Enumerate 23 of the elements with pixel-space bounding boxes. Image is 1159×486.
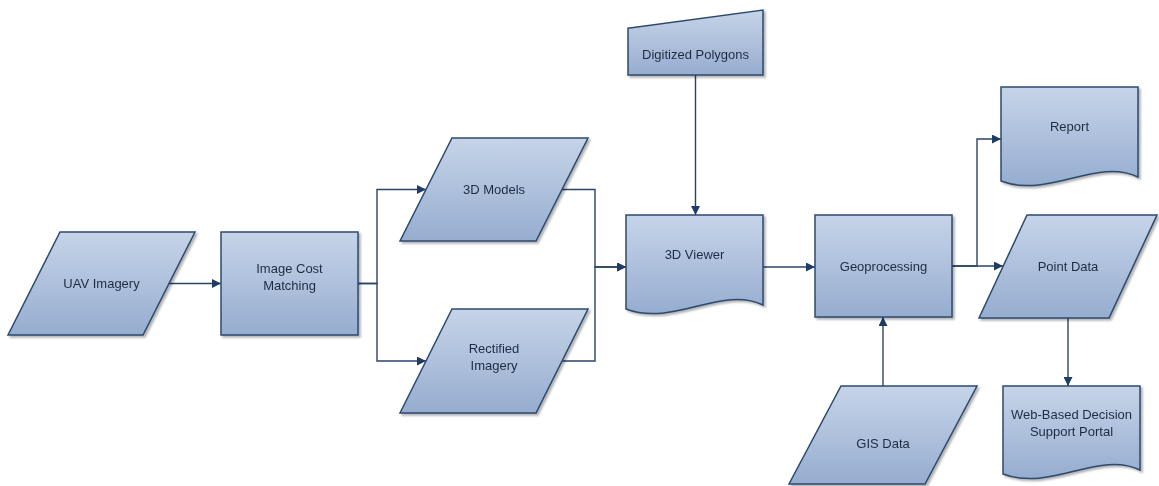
process-box [815,215,952,317]
node-label: 3D Models [462,181,526,198]
node-label: Report [1050,117,1089,135]
data-parallelogram [8,232,195,335]
node-label: Geoprocessing [839,257,928,275]
node-label: GIS Data [856,434,910,452]
data-parallelogram [789,386,977,484]
manual-input-shape [628,10,763,75]
data-parallelogram [400,309,588,413]
arrow [168,279,222,288]
node-label: Image Cost Matching [255,259,324,294]
arrow [878,316,888,387]
node-label: Digitized Polygons [642,46,749,63]
arrow [1063,317,1073,387]
node-label: Web-Based Decision Support Portal [1009,406,1134,440]
node-label: Point Data [1037,258,1099,275]
process-box [221,232,358,335]
node-label: Rectified Imagery [467,340,521,374]
node-label: 3D Viewer [664,245,725,263]
node-label: UAV Imagery [63,275,140,292]
arrow [691,74,700,216]
data-parallelogram [400,138,588,241]
data-parallelogram [979,215,1157,318]
